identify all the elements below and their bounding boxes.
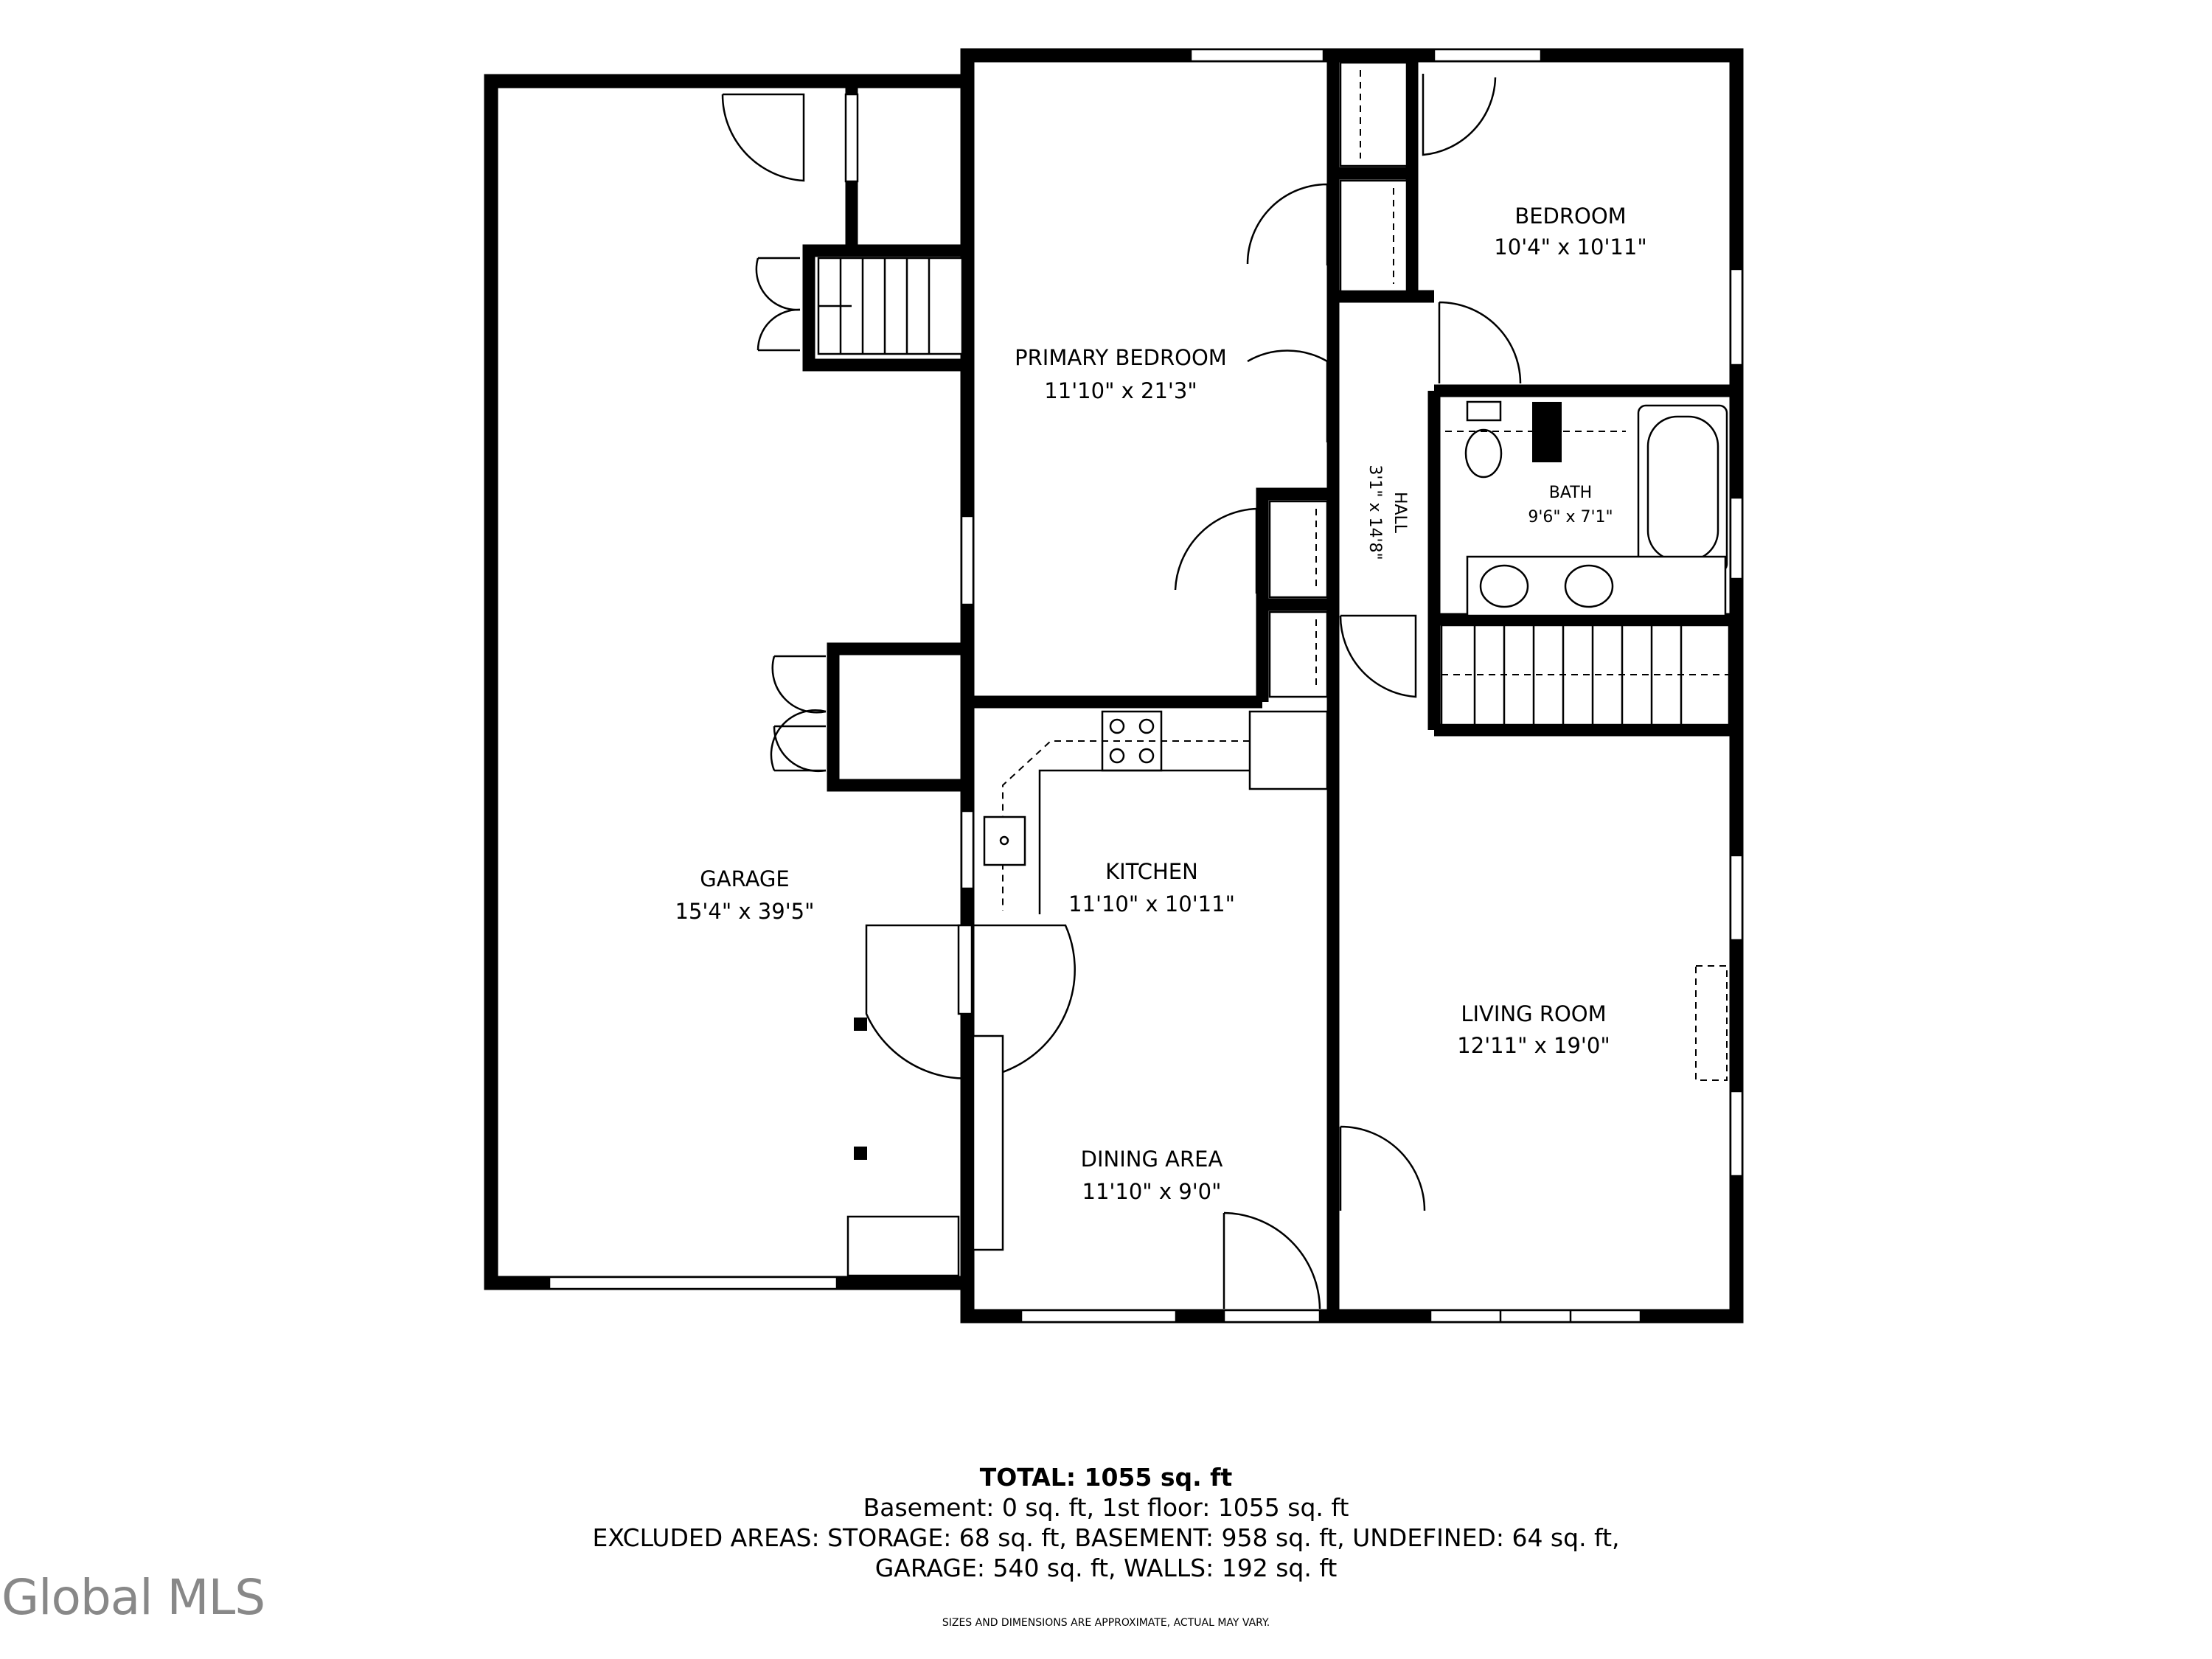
stairs	[817, 61, 1731, 726]
brand-watermark: Global MLS	[1, 1569, 265, 1626]
dining-dims: 11'10" x 9'0"	[1082, 1179, 1222, 1204]
excluded-areas-line: EXCLUDED AREAS: STORAGE: 68 sq. ft, BASE…	[592, 1523, 1620, 1552]
bath-name: BATH	[1549, 484, 1592, 502]
kitchen-dims: 11'10" x 10'11"	[1068, 891, 1235, 917]
floor-area-line: Basement: 0 sq. ft, 1st floor: 1055 sq. …	[863, 1493, 1349, 1522]
garage-name: GARAGE	[700, 866, 789, 891]
excluded-areas-line-2: GARAGE: 540 sq. ft, WALLS: 192 sq. ft	[874, 1554, 1338, 1582]
bedroom-name: BEDROOM	[1514, 204, 1626, 229]
fixtures	[846, 400, 1728, 1277]
bath-dims: 9'6" x 7'1"	[1528, 508, 1613, 526]
hall-name: HALL	[1391, 492, 1409, 534]
garage-dims: 15'4" x 39'5"	[675, 899, 815, 924]
windows	[548, 48, 1744, 1324]
disclaimer: SIZES AND DIMENSIONS ARE APPROXIMATE, AC…	[942, 1617, 1270, 1629]
primary-bedroom-name: PRIMARY BEDROOM	[1015, 345, 1227, 370]
living-room-name: LIVING ROOM	[1461, 1001, 1606, 1026]
bedroom-dims: 10'4" x 10'11"	[1494, 234, 1646, 260]
doors	[721, 74, 1522, 1310]
primary-bedroom-dims: 11'10" x 21'3"	[1044, 378, 1197, 403]
kitchen-name: KITCHEN	[1105, 859, 1198, 884]
area-summary: TOTAL: 1055 sq. ft Basement: 0 sq. ft, 1…	[0, 1462, 2212, 1583]
total-area: TOTAL: 1055 sq. ft	[979, 1463, 1233, 1492]
hall-dims: 3'1" x 14'8"	[1366, 465, 1384, 560]
living-room-dims: 12'11" x 19'0"	[1457, 1033, 1610, 1058]
dining-name: DINING AREA	[1081, 1147, 1223, 1172]
interior-walls	[802, 55, 1736, 1316]
room-labels: GARAGE 15'4" x 39'5" PRIMARY BEDROOM 11'…	[675, 204, 1647, 1204]
